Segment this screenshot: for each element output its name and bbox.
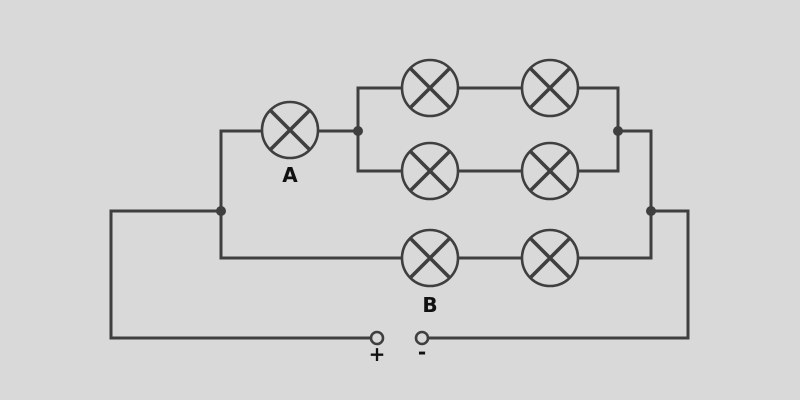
lamp-a bbox=[260, 100, 320, 160]
wires bbox=[109, 86, 690, 340]
junctions bbox=[216, 126, 656, 216]
junction-dot-parallel-right bbox=[613, 126, 623, 136]
positive-terminal bbox=[369, 330, 385, 346]
junction-dot-parallel-left bbox=[353, 126, 363, 136]
wire-negative-to-right-junction bbox=[427, 209, 690, 340]
lamp-a-label: A bbox=[282, 163, 298, 187]
lamp-upper-right bbox=[520, 58, 580, 118]
positive-terminal-label: + bbox=[369, 342, 386, 366]
junction-dot-left bbox=[216, 206, 226, 216]
lamp-bottom-right bbox=[520, 228, 580, 288]
lamp-lower-left bbox=[400, 141, 460, 201]
negative-terminal bbox=[414, 330, 430, 346]
lamp-lower-right bbox=[520, 141, 580, 201]
junction-dot-right bbox=[646, 206, 656, 216]
lamp-b bbox=[400, 228, 460, 288]
wire-positive-to-left-junction bbox=[109, 209, 372, 340]
lamp-b-label: B bbox=[422, 293, 437, 317]
lamp-upper-left bbox=[400, 58, 460, 118]
negative-terminal-label: - bbox=[418, 340, 426, 364]
